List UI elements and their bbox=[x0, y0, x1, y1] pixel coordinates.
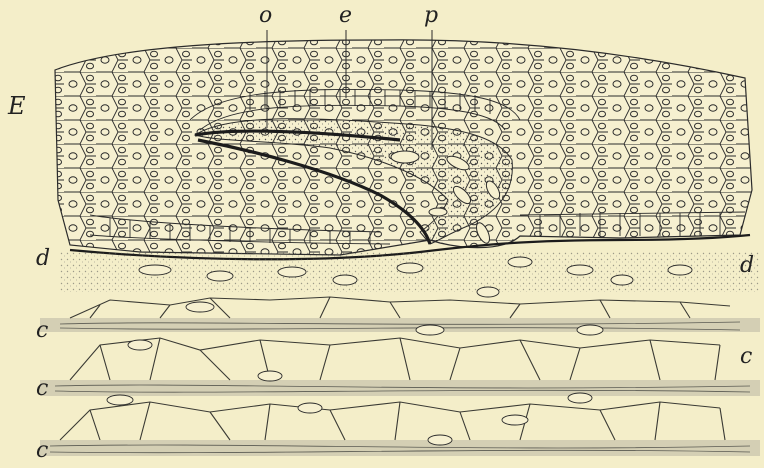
label-c-2: c bbox=[36, 378, 48, 400]
label-c-3: c bbox=[36, 440, 48, 462]
label-c-right: c bbox=[740, 346, 752, 368]
stroma-layer-d bbox=[60, 252, 760, 297]
label-p: p bbox=[424, 5, 438, 27]
label-o: o bbox=[259, 5, 272, 27]
label-d-left: d bbox=[36, 248, 50, 270]
label-c-1: c bbox=[36, 320, 48, 342]
label-E: E bbox=[8, 94, 26, 118]
label-e: e bbox=[339, 5, 352, 27]
label-d-right: d bbox=[740, 255, 754, 277]
